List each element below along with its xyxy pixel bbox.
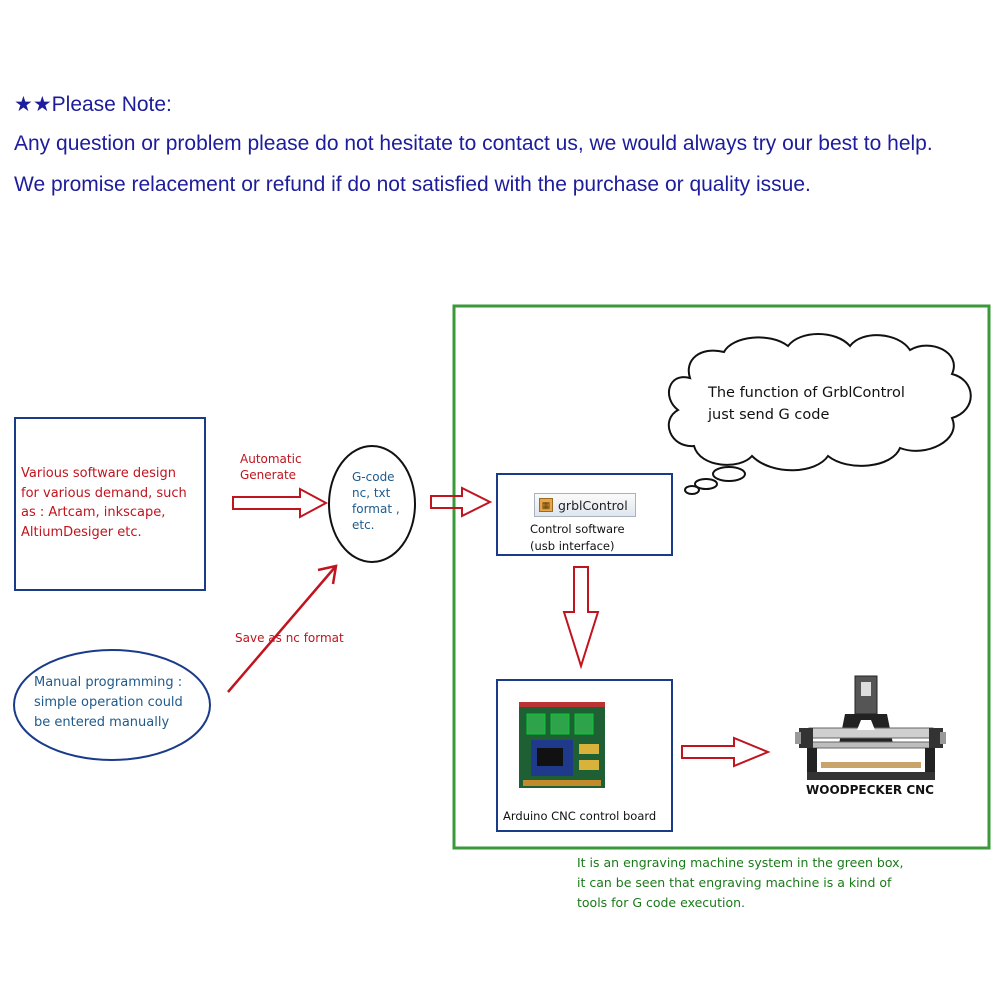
note-line-2: We promise relacement or refund if do no… <box>14 173 811 196</box>
control-board-box <box>496 679 673 832</box>
board-caption: Arduino CNC control board <box>503 809 657 823</box>
software-line: for various demand, such <box>21 485 187 501</box>
gcode-line: format , <box>352 502 400 516</box>
cloud-line: just send G code <box>708 407 830 423</box>
manual-programming-ellipse <box>13 649 211 761</box>
thought-cloud <box>667 333 972 495</box>
machine-caption: WOODPECKER CNC <box>806 783 934 797</box>
gcode-line: etc. <box>352 518 375 532</box>
manual-line: Manual programming : <box>34 675 183 690</box>
gcode-line: nc, txt <box>352 486 391 500</box>
software-line: Various software design <box>21 466 176 481</box>
grbl-line-1: Control software <box>530 522 625 536</box>
arrow-software-to-gcode <box>232 487 329 519</box>
arrow-manual-to-gcode <box>227 564 338 693</box>
arrow-gcode-to-grbl <box>430 486 493 518</box>
gcode-circle-text: G-code nc, txt format , etc. <box>352 469 400 533</box>
cloud-text: The function of GrblControl just send G … <box>708 382 905 426</box>
grbl-control-box <box>496 473 673 556</box>
automatic-line: Generate <box>240 468 297 482</box>
software-design-text: Various software design for various dema… <box>21 464 187 542</box>
automatic-line: Automatic <box>240 452 302 466</box>
note-line-1: Any question or problem please do not he… <box>14 132 933 155</box>
grbl-control-text: Control software (usb interface) <box>530 521 625 555</box>
green-box-caption: It is an engraving machine system in the… <box>577 853 903 913</box>
grbl-app-icon: ▦ <box>539 498 553 512</box>
software-design-box <box>14 417 206 591</box>
software-line: as : Artcam, inkscape, <box>21 505 166 520</box>
software-line: AltiumDesiger etc. <box>21 524 142 540</box>
star-icon: ★★ <box>14 93 52 116</box>
grbl-control-badge: ▦ grblControl <box>534 493 636 517</box>
arrow-grbl-to-board <box>562 566 600 670</box>
manual-line: be entered manually <box>34 715 170 730</box>
manual-programming-text: Manual programming : simple operation co… <box>34 673 183 733</box>
gcode-line: G-code <box>352 470 395 484</box>
note-heading-text: Please Note: <box>51 93 172 116</box>
green-caption-line: tools for G code execution. <box>577 895 745 910</box>
save-as-nc-label: Save as nc format <box>235 631 344 645</box>
grbl-badge-label: grblControl <box>558 497 628 513</box>
automatic-generate-label: Automatic Generate <box>240 451 302 483</box>
arrow-board-to-machine <box>681 736 771 768</box>
green-caption-line: it can be seen that engraving machine is… <box>577 875 892 890</box>
green-system-box <box>452 304 991 850</box>
cloud-line: The function of GrblControl <box>708 385 905 401</box>
woodpecker-machine-image <box>795 675 946 780</box>
green-caption-line: It is an engraving machine system in the… <box>577 855 904 870</box>
cnc-board-image <box>519 702 605 788</box>
gcode-circle <box>328 445 416 563</box>
manual-line: simple operation could <box>34 695 183 710</box>
grbl-line-2: (usb interface) <box>530 539 615 553</box>
note-heading: ★★Please Note: <box>14 92 172 117</box>
